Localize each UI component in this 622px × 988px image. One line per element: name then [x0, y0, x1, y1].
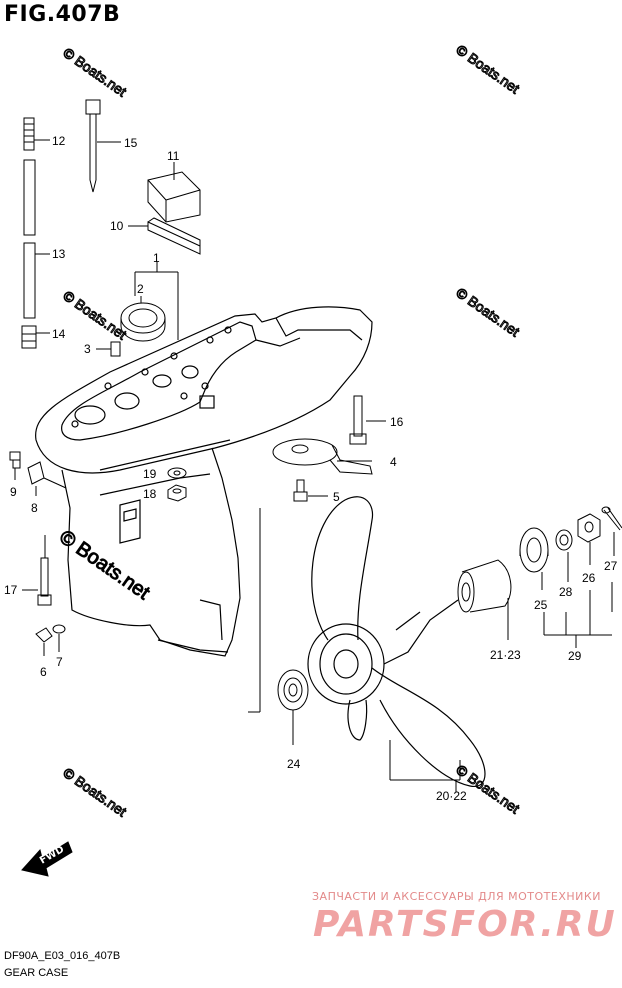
part-16-bolt [349, 395, 386, 445]
part-3-dowel-pin [96, 341, 121, 357]
callout-28: 28 [559, 585, 573, 599]
part-6-bolt [35, 627, 53, 656]
propeller [307, 496, 486, 787]
part-24-thrust-washer [277, 669, 309, 745]
boats-net-watermark: © Boats.net [60, 764, 129, 819]
callout-2: 2 [137, 282, 144, 296]
part-14-grommet [21, 325, 50, 349]
callout-24: 24 [287, 757, 301, 771]
callout-17: 17 [4, 583, 18, 597]
callout-29: 29 [568, 649, 582, 663]
part-21-23-bushing [457, 559, 512, 640]
part-15-tie-band [85, 99, 121, 193]
callout-6: 6 [40, 665, 47, 679]
callout-3: 3 [84, 342, 91, 356]
callout-27: 27 [604, 559, 618, 573]
part-17-long-bolt [22, 535, 52, 606]
boats-net-watermark: © Boats.net [453, 41, 522, 96]
callout-26: 26 [582, 571, 596, 585]
boats-net-watermark: © Boats.net [60, 287, 129, 342]
callout-25: 25 [534, 598, 548, 612]
part-5-bolt [293, 479, 328, 502]
callout-15: 15 [124, 136, 138, 150]
part-12-grommet [23, 117, 50, 151]
part-10-shim-plate [128, 217, 201, 255]
callout-13: 13 [52, 247, 66, 261]
figure-name: GEAR CASE [4, 967, 69, 979]
callout-1: 1 [153, 251, 160, 265]
callout-21-23: 21·23 [490, 648, 521, 662]
part-4-trim-tab [272, 438, 373, 475]
housing-outline-lines [248, 508, 261, 713]
part-13-water-tube [23, 159, 50, 319]
part-1-bracket [134, 262, 179, 340]
callout-11: 11 [167, 149, 180, 163]
part-26-nut [577, 513, 601, 565]
callout-18: 18 [143, 487, 157, 501]
boats-net-watermark: © Boats.net [453, 284, 522, 339]
part-2-bearing [120, 296, 166, 342]
part-9-bolt [9, 451, 21, 480]
callout-5: 5 [333, 490, 340, 504]
part-28-washer [555, 529, 573, 582]
part-8-spacer [27, 461, 67, 496]
callout-14: 14 [52, 327, 66, 341]
figure-title: FIG.407B [4, 2, 121, 27]
callout-16: 16 [390, 415, 404, 429]
part-18-nut [167, 484, 187, 502]
group-20-22-bracket [389, 740, 461, 792]
figure-code: DF90A_E03_016_407B [4, 950, 121, 962]
callout-7: 7 [56, 655, 63, 669]
callout-10: 10 [110, 219, 124, 233]
callout-4: 4 [390, 455, 397, 469]
part-27-cotter-pin [601, 506, 622, 556]
callout-labels: 1 2 3 4 5 6 7 8 9 10 11 12 13 14 15 16 1… [4, 134, 618, 803]
callout-9: 9 [10, 485, 17, 499]
part-7-washer [52, 624, 66, 652]
callout-12: 12 [52, 134, 66, 148]
shop-logo-watermark: PARTSFOR.RU [313, 904, 617, 945]
callout-20-22: 20·22 [436, 789, 467, 803]
boats-net-watermark: © Boats.net [60, 44, 129, 99]
part-19-washer [167, 467, 187, 479]
callout-19: 19 [143, 467, 157, 481]
gear-case-housing [35, 306, 373, 657]
callout-8: 8 [31, 501, 38, 515]
fwd-arrow: FWD [21, 841, 73, 877]
part-25-spacer [519, 527, 549, 590]
group-29-bracket [543, 582, 613, 648]
shop-caption-watermark: ЗАПЧАСТИ И АКСЕССУАРЫ ДЛЯ МОТОТЕХНИКИ [312, 890, 601, 903]
part-11-block [147, 162, 201, 223]
